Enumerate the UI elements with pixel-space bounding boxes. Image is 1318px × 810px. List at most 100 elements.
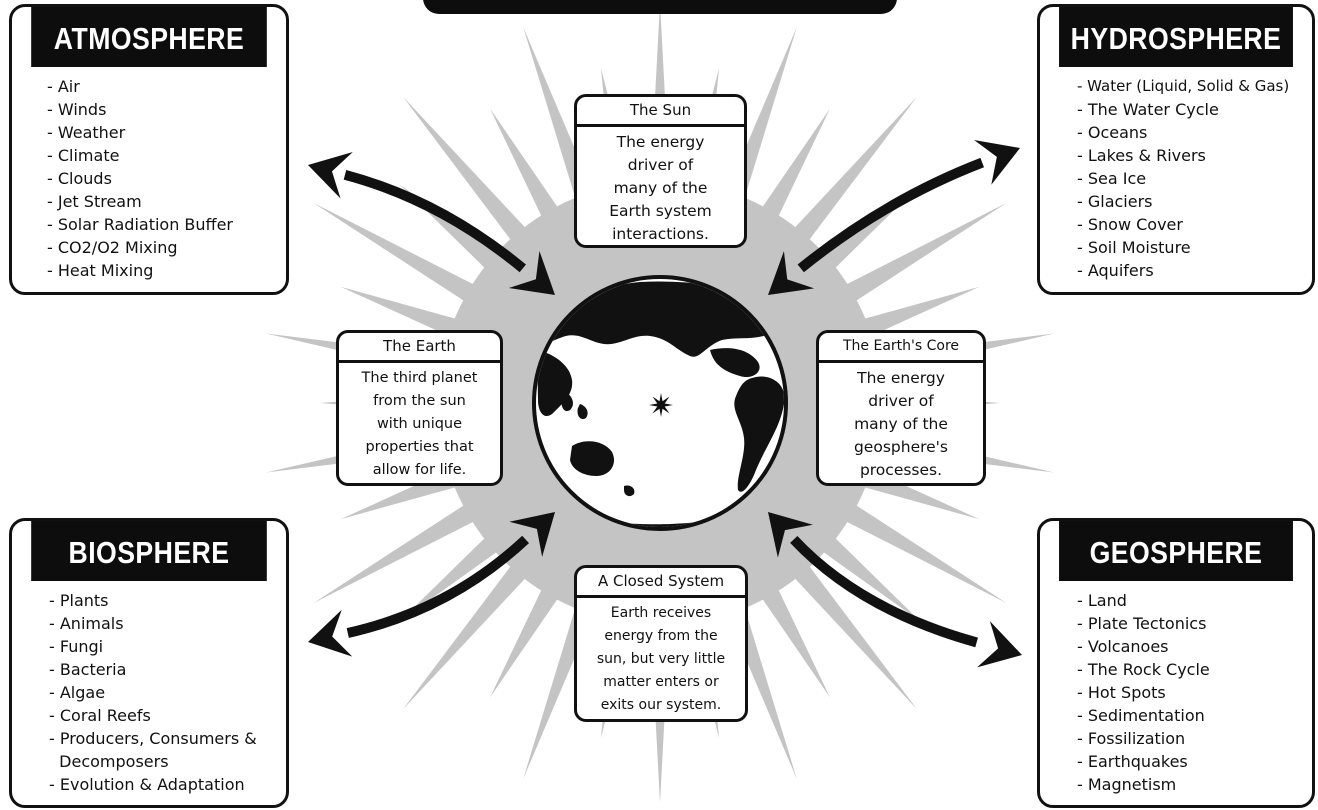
- sun-title: The Sun: [577, 97, 744, 127]
- list-item: - Soil Moisture: [1077, 238, 1191, 257]
- list-item: - Algae: [49, 683, 106, 702]
- arrow-geosphere: [790, 536, 978, 648]
- earth-title: The Earth: [339, 333, 500, 363]
- sun-ray: [814, 530, 921, 622]
- globe-icon: [532, 275, 788, 531]
- text-line: energy from the: [604, 628, 718, 644]
- geosphere-list: - Land - Plate Tectonics - Volcanoes - T…: [1040, 581, 1312, 796]
- text-line: with unique: [376, 416, 463, 432]
- text-line: interactions.: [612, 225, 709, 243]
- sun-ray: [490, 108, 564, 227]
- sun-ray: [402, 96, 533, 249]
- list-item: - Water (Liquid, Solid & Gas): [1077, 77, 1290, 95]
- text-line: allow for life.: [372, 462, 467, 478]
- list-item: - Fungi: [49, 637, 104, 656]
- sun-ray: [313, 499, 484, 603]
- list-item: - Fossilization: [1077, 729, 1186, 748]
- sun-ray: [853, 286, 980, 341]
- sun-ray: [836, 203, 1007, 307]
- sun-ray: [787, 96, 918, 249]
- list-item: - Clouds: [47, 169, 112, 188]
- closed-system-title: A Closed System: [577, 568, 745, 598]
- earth-info-card: The Earth The third planet from the sun …: [336, 330, 503, 486]
- sun-ray: [340, 286, 467, 341]
- text-line: sun, but very little: [596, 651, 726, 667]
- atmosphere-title: ATMOSPHERE: [31, 7, 267, 67]
- list-item: - Sedimentation: [1077, 706, 1205, 725]
- header-tab: [423, 0, 897, 14]
- text-line: properties that: [365, 439, 474, 455]
- list-item: - Oceans: [1077, 123, 1148, 142]
- text-line: The third planet: [361, 370, 478, 386]
- list-item: - Aquifers: [1077, 261, 1154, 280]
- list-item: - The Water Cycle: [1077, 100, 1219, 119]
- arrowhead-icon: [308, 609, 353, 657]
- text-line: matter enters or: [603, 674, 719, 690]
- atmosphere-list: - Air - Winds - Weather - Climate - Clou…: [12, 67, 286, 282]
- text-line: many of the: [613, 179, 708, 197]
- text-line: driver of: [627, 156, 694, 174]
- list-item: - The Rock Cycle: [1077, 660, 1210, 679]
- arrowhead-icon: [768, 251, 815, 295]
- list-item: - Earthquakes: [1077, 752, 1188, 771]
- biosphere-list: - Plants - Animals - Fungi - Bacteria - …: [12, 581, 286, 796]
- sun-ray: [402, 557, 533, 710]
- sun-ray: [490, 579, 564, 698]
- list-item: - Sea Ice: [1077, 169, 1147, 188]
- list-item: - Animals: [49, 614, 124, 633]
- hydrosphere-title: HYDROSPHERE: [1059, 7, 1293, 67]
- earth-description: The third planet from the sun with uniqu…: [339, 363, 500, 482]
- list-item: - Weather: [47, 123, 126, 142]
- list-item: - CO2/O2 Mixing: [47, 238, 178, 257]
- arrow-atmosphere: [343, 169, 526, 273]
- list-item: - Volcanoes: [1077, 637, 1169, 656]
- text-line: processes.: [859, 461, 943, 479]
- sun-ray: [756, 108, 830, 227]
- closed-system-info-card: A Closed System Earth receives energy fr…: [574, 565, 748, 722]
- arrowhead-icon: [508, 251, 555, 295]
- list-item: - Winds: [47, 100, 107, 119]
- list-item: - Air: [47, 77, 80, 96]
- atmosphere-card: ATMOSPHERE - Air - Winds - Weather - Cli…: [9, 4, 289, 295]
- list-item: - Hot Spots: [1077, 683, 1166, 702]
- biosphere-title: BIOSPHERE: [31, 521, 267, 581]
- list-item: - Solar Radiation Buffer: [47, 215, 233, 234]
- list-item: - Land: [1077, 591, 1127, 610]
- list-item: - Evolution & Adaptation: [49, 775, 245, 794]
- sun-ray: [787, 557, 918, 710]
- text-line: many of the: [854, 415, 948, 433]
- closed-system-description: Earth receives energy from the sun, but …: [577, 598, 745, 717]
- geosphere-title: GEOSPHERE: [1059, 521, 1293, 581]
- geosphere-card: GEOSPHERE - Land - Plate Tectonics - Vol…: [1037, 518, 1315, 808]
- text-line: The energy: [857, 369, 945, 387]
- list-item: Decomposers: [49, 752, 169, 771]
- arrowhead-icon: [308, 152, 353, 199]
- list-item: - Snow Cover: [1077, 215, 1183, 234]
- list-item: - Jet Stream: [47, 192, 142, 211]
- core-info-card: The Earth's Core The energy driver of ma…: [816, 330, 986, 486]
- sun-ray: [313, 203, 484, 307]
- list-item: - Glaciers: [1077, 192, 1153, 211]
- list-item: - Heat Mixing: [47, 261, 154, 280]
- list-item: - Plate Tectonics: [1077, 614, 1207, 633]
- list-item: - Lakes & Rivers: [1077, 146, 1206, 165]
- text-line: geosphere's: [853, 438, 949, 456]
- list-item: - Magnetism: [1077, 775, 1177, 794]
- text-line: Earth system: [609, 202, 712, 220]
- text-line: from the sun: [373, 393, 466, 409]
- arrowhead-icon: [509, 512, 555, 557]
- list-item: - Climate: [47, 146, 120, 165]
- sun-ray: [399, 530, 506, 622]
- star-icon: [649, 393, 673, 417]
- text-line: exits our system.: [600, 697, 722, 713]
- hydrosphere-list: - Water (Liquid, Solid & Gas) - The Wate…: [1040, 67, 1312, 282]
- arrow-biosphere: [346, 535, 530, 638]
- arrowhead-icon: [974, 139, 1020, 185]
- list-item: - Plants: [49, 591, 109, 610]
- core-title: The Earth's Core: [819, 333, 983, 363]
- sun-rays: [266, 3, 1054, 803]
- hydrosphere-card: HYDROSPHERE - Water (Liquid, Solid & Gas…: [1037, 4, 1315, 295]
- arrow-hydrosphere: [797, 157, 984, 273]
- core-description: The energy driver of many of the geosphe…: [819, 363, 983, 482]
